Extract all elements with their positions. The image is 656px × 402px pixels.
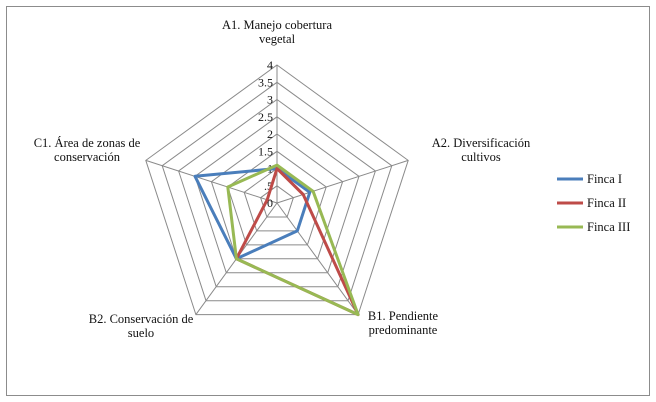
grid-ring-7 [161,81,393,302]
radar-grid [145,64,409,316]
tick-label-8: 4 [267,58,273,72]
grid-ring-5 [194,116,360,274]
radar-spokes [145,65,409,315]
legend: Finca I Finca II Finca III [557,172,630,234]
legend-label-1: Finca II [587,196,626,210]
spoke-2 [276,202,359,315]
tick-label-5: 2.5 [258,110,273,124]
grid-ring-6 [178,98,376,288]
grid-ring-8 [145,64,409,316]
tick-label-7: 3.5 [258,75,273,89]
grid-ring-3 [227,150,327,246]
legend-label-0: Finca I [587,172,622,186]
series-lines [193,163,360,317]
tick-label-4: 2 [267,127,273,141]
series-line-finca-iii [226,163,360,317]
tick-label-0: 0 [267,196,273,210]
tick-label-3: 1.5 [258,144,273,158]
spoke-1 [276,159,409,204]
legend-label-2: Finca III [587,220,630,234]
tick-label-6: 3 [267,93,273,107]
tick-label-1: .5 [264,179,273,193]
spoke-4 [145,159,278,204]
series-line-finca-i [193,167,312,261]
grid-ring-1 [260,185,294,218]
